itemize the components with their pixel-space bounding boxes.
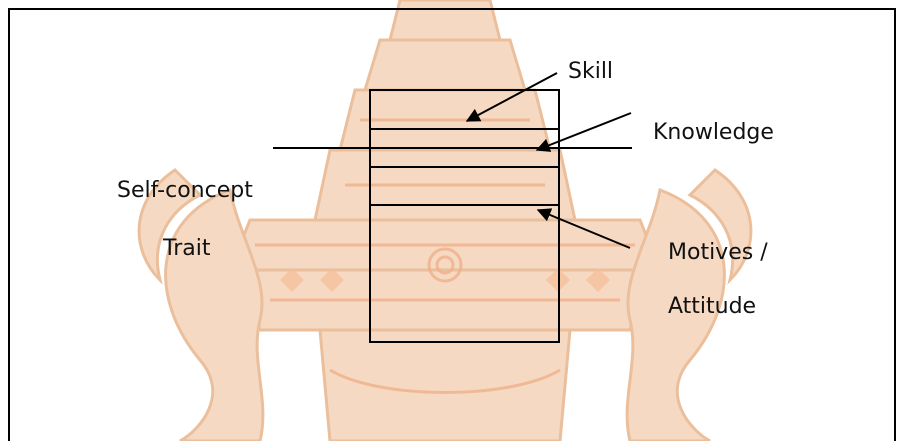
label-skill: Skill — [568, 59, 614, 84]
label-knowledge: Knowledge — [653, 120, 774, 145]
label-trait: Trait — [163, 236, 211, 261]
arrow-skill — [465, 72, 558, 122]
outer-frame — [8, 8, 896, 441]
arrow-knowledge — [535, 112, 632, 152]
label-motives: Motives / — [668, 240, 768, 265]
arrow-motives — [536, 208, 631, 249]
competency-box — [369, 89, 560, 343]
label-self-concept: Self-concept — [117, 178, 253, 203]
label-attitude: Attitude — [668, 294, 757, 319]
